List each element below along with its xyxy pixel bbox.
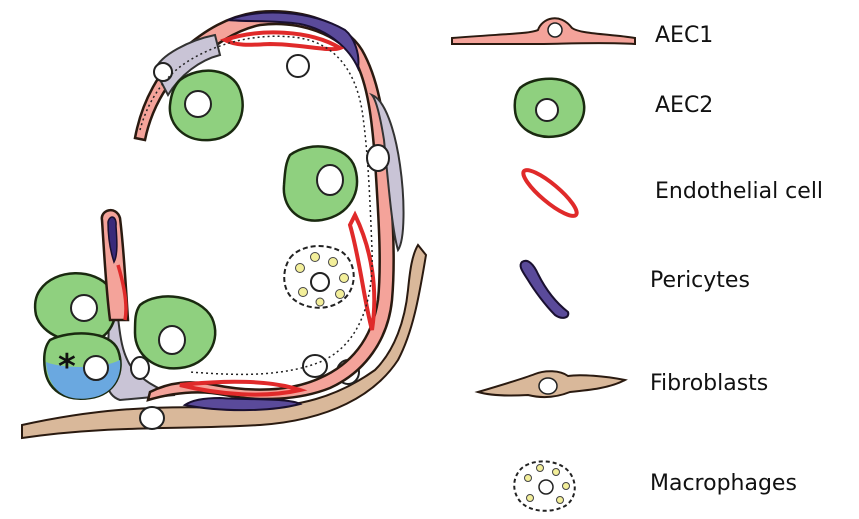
legend-label-endothelial: Endothelial cell [655,179,823,204]
legend-item-macrophages: Macrophages [514,461,797,510]
legend-label-pericytes: Pericytes [650,268,750,293]
interstitial-nucleus [131,357,149,379]
legend-label-aec2: AEC2 [655,93,713,118]
aec2-nucleus [185,91,211,117]
aec2-nucleus [317,165,343,195]
legend-item-fibroblasts: Fibroblasts [478,371,768,397]
pericyte-icon [521,261,569,318]
endothelial-cell-icon [518,164,582,221]
legend-item-endothelial: Endothelial cell [518,164,823,221]
legend-item-aec2: AEC2 [515,79,714,137]
pericyte [185,398,300,410]
fibroblast-nucleus [140,407,164,429]
asterisk-annotation: * [58,347,76,387]
legend-label-fibroblasts: Fibroblasts [650,371,768,396]
highlighted-cell-nucleus [84,356,108,380]
aec2-nucleus [159,326,185,354]
aec1-cell-icon [452,18,635,44]
alveolus-illustration: * [22,11,426,438]
legend-item-pericytes: Pericytes [521,261,750,318]
legend-label-macrophages: Macrophages [650,471,797,496]
legend-label-aec1: AEC1 [655,23,713,48]
interstitial-nucleus [367,145,389,171]
interstitial-nucleus [154,63,172,81]
aec2-nucleus [71,295,97,321]
legend: AEC1 AEC2 Endothelial cell Pericytes Fib… [452,18,823,511]
endothelial-nucleus [287,55,309,77]
macrophage-icon [514,461,575,510]
legend-item-aec1: AEC1 [452,18,713,48]
macrophage [284,246,353,308]
